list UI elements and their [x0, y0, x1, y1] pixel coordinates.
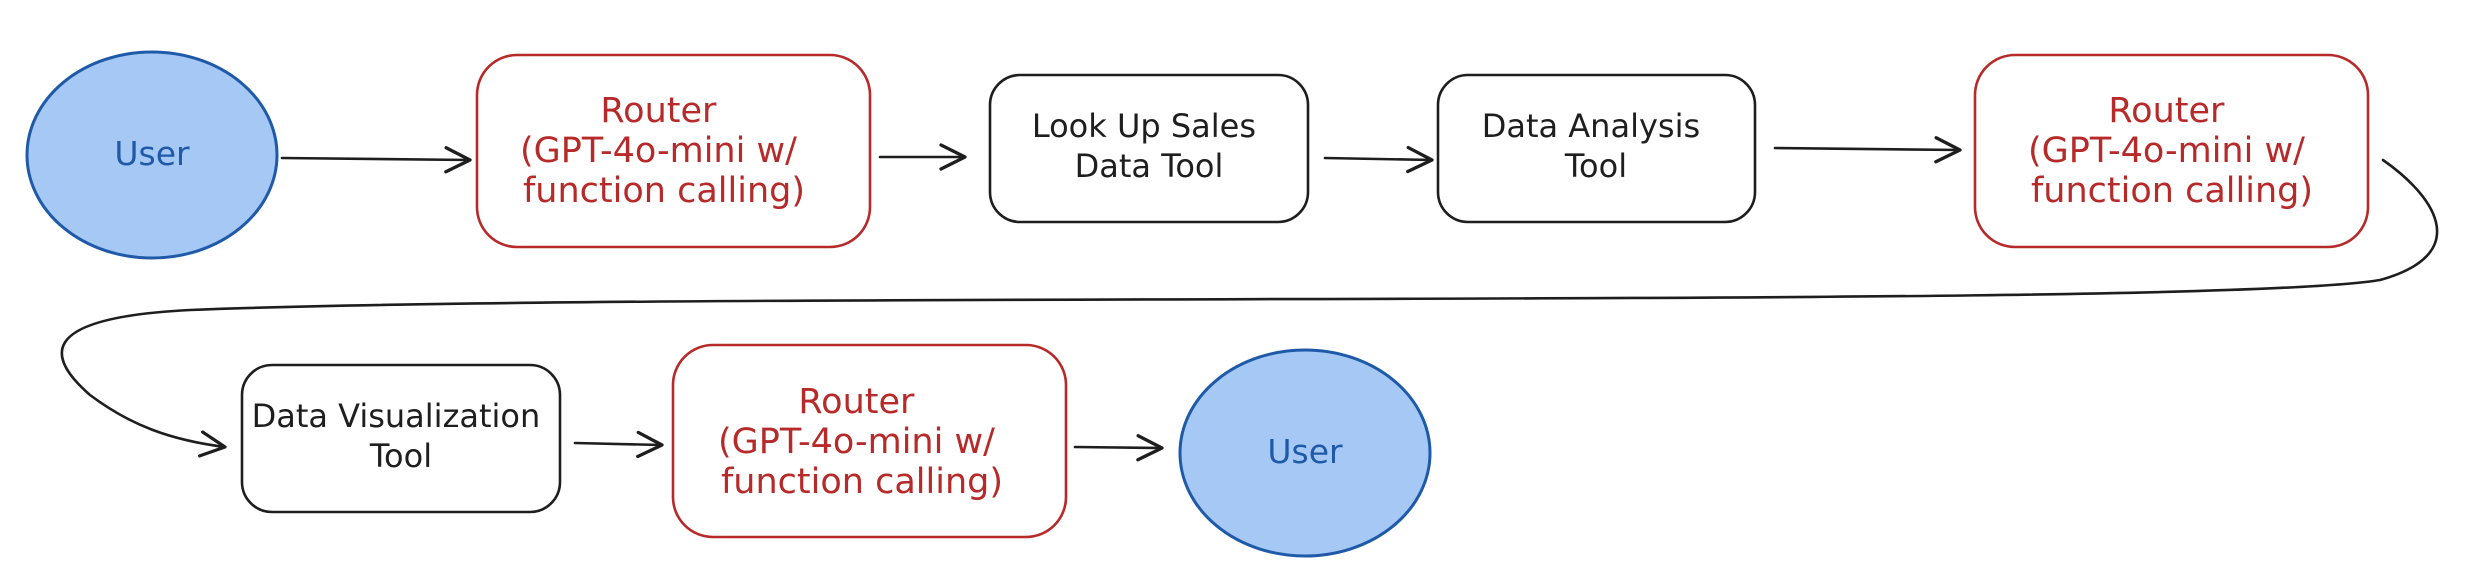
router-1-node: Router (GPT-4o-mini w/ function calling) — [475, 53, 872, 249]
analysis-tool-node: Data Analysis Tool — [1436, 73, 1757, 224]
router-1-label-line-2: (GPT-4o-mini w/ — [520, 131, 797, 171]
router-3-box — [671, 343, 1068, 539]
lookup-tool-label-line-2: Data Tool — [1075, 147, 1224, 185]
router-3-label-line-3: function calling) — [721, 462, 1003, 502]
viz-tool-label-line-1: Data Visualization — [252, 397, 541, 435]
router-2-label-line-3: function calling) — [2031, 171, 2313, 211]
user-start-node: User — [25, 50, 279, 260]
router-2-node: Router (GPT-4o-mini w/ function calling) — [1973, 53, 2370, 249]
edge-user-to-router-1 — [280, 146, 472, 174]
router-2-box — [1973, 53, 2370, 249]
edge-viz-tool-to-router-3 — [573, 430, 664, 459]
router-1-label-line-1: Router — [600, 91, 717, 131]
user-end-label: User — [1267, 432, 1343, 471]
router-3-node: Router (GPT-4o-mini w/ function calling) — [671, 343, 1068, 539]
router-1-label-line-3: function calling) — [523, 171, 805, 211]
viz-tool-label: Data Visualization Tool — [252, 397, 551, 475]
analysis-tool-box — [1436, 73, 1757, 224]
edges — [60, 136, 2439, 462]
user-start-circle — [25, 50, 279, 260]
router-1-label: Router (GPT-4o-mini w/ function calling) — [520, 91, 808, 211]
user-end-node: User — [1178, 348, 1432, 558]
lookup-tool-box — [988, 73, 1310, 224]
router-2-label: Router (GPT-4o-mini w/ function calling) — [2028, 91, 2316, 211]
user-start-label-line: User — [114, 134, 190, 173]
edge-router-2-to-viz-tool — [60, 158, 2439, 458]
router-3-label: Router (GPT-4o-mini w/ function calling) — [718, 382, 1006, 502]
user-end-circle — [1178, 348, 1432, 558]
router-1-box — [475, 53, 872, 249]
analysis-tool-label: Data Analysis Tool — [1482, 107, 1711, 185]
router-2-label-line-1: Router — [2108, 91, 2225, 131]
user-start-label: User — [114, 134, 190, 173]
edge-router-3-to-user — [1073, 434, 1164, 462]
viz-tool-node: Data Visualization Tool — [240, 363, 562, 514]
lookup-tool-node: Look Up Sales Data Tool — [988, 73, 1310, 224]
analysis-tool-label-line-2: Tool — [1564, 147, 1627, 185]
lookup-tool-label-line-1: Look Up Sales — [1032, 107, 1256, 145]
edge-lookup-tool-to-analysis-tool — [1323, 145, 1434, 174]
router-3-label-line-2: (GPT-4o-mini w/ — [718, 422, 995, 462]
router-3-label-line-1: Router — [798, 382, 915, 422]
user-end-label-line: User — [1267, 432, 1343, 471]
edge-analysis-tool-to-router-2 — [1773, 136, 1962, 164]
lookup-tool-label: Look Up Sales Data Tool — [1032, 107, 1266, 185]
analysis-tool-label-line-1: Data Analysis — [1482, 107, 1700, 145]
viz-tool-label-line-2: Tool — [369, 437, 432, 475]
viz-tool-box — [240, 363, 562, 514]
router-2-label-line-2: (GPT-4o-mini w/ — [2028, 131, 2305, 171]
